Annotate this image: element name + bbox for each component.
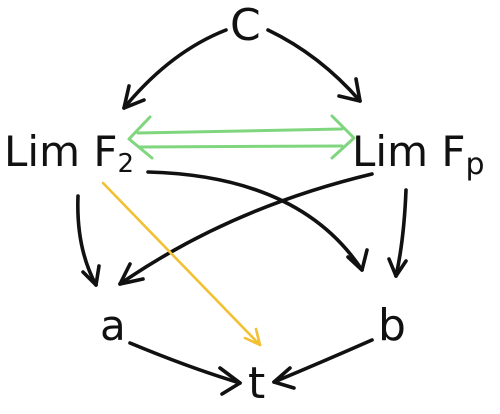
- arrow-lim-f2-lim-fp-equivalence: [127, 114, 356, 160]
- arrow-lim-fp-to-a: [118, 172, 374, 286]
- node-lim-f2: Lim F2: [4, 127, 134, 179]
- node-t: t: [248, 358, 265, 409]
- arrow-c-to-lim-f2: [122, 28, 228, 110]
- node-lim-f2-base: Lim F: [4, 127, 118, 176]
- node-b: b: [378, 300, 406, 351]
- arrow-b-to-t: [272, 338, 374, 390]
- arrow-c-to-lim-fp: [266, 28, 362, 103]
- arrow-lim-f2-to-a: [76, 194, 101, 287]
- node-c: C: [230, 0, 261, 51]
- node-lim-f2-subscript: 2: [118, 149, 135, 179]
- node-lim-fp-base: Lim F: [352, 127, 466, 176]
- arrow-lim-fp-to-b: [387, 188, 408, 278]
- arrow-lim-f2-to-b: [146, 170, 369, 272]
- node-a: a: [100, 301, 126, 350]
- node-lim-fp: Lim Fp: [352, 127, 485, 182]
- node-lim-fp-subscript: p: [466, 147, 485, 182]
- arrow-lim-f2-to-t: [101, 181, 262, 347]
- arrow-a-to-t: [128, 341, 242, 396]
